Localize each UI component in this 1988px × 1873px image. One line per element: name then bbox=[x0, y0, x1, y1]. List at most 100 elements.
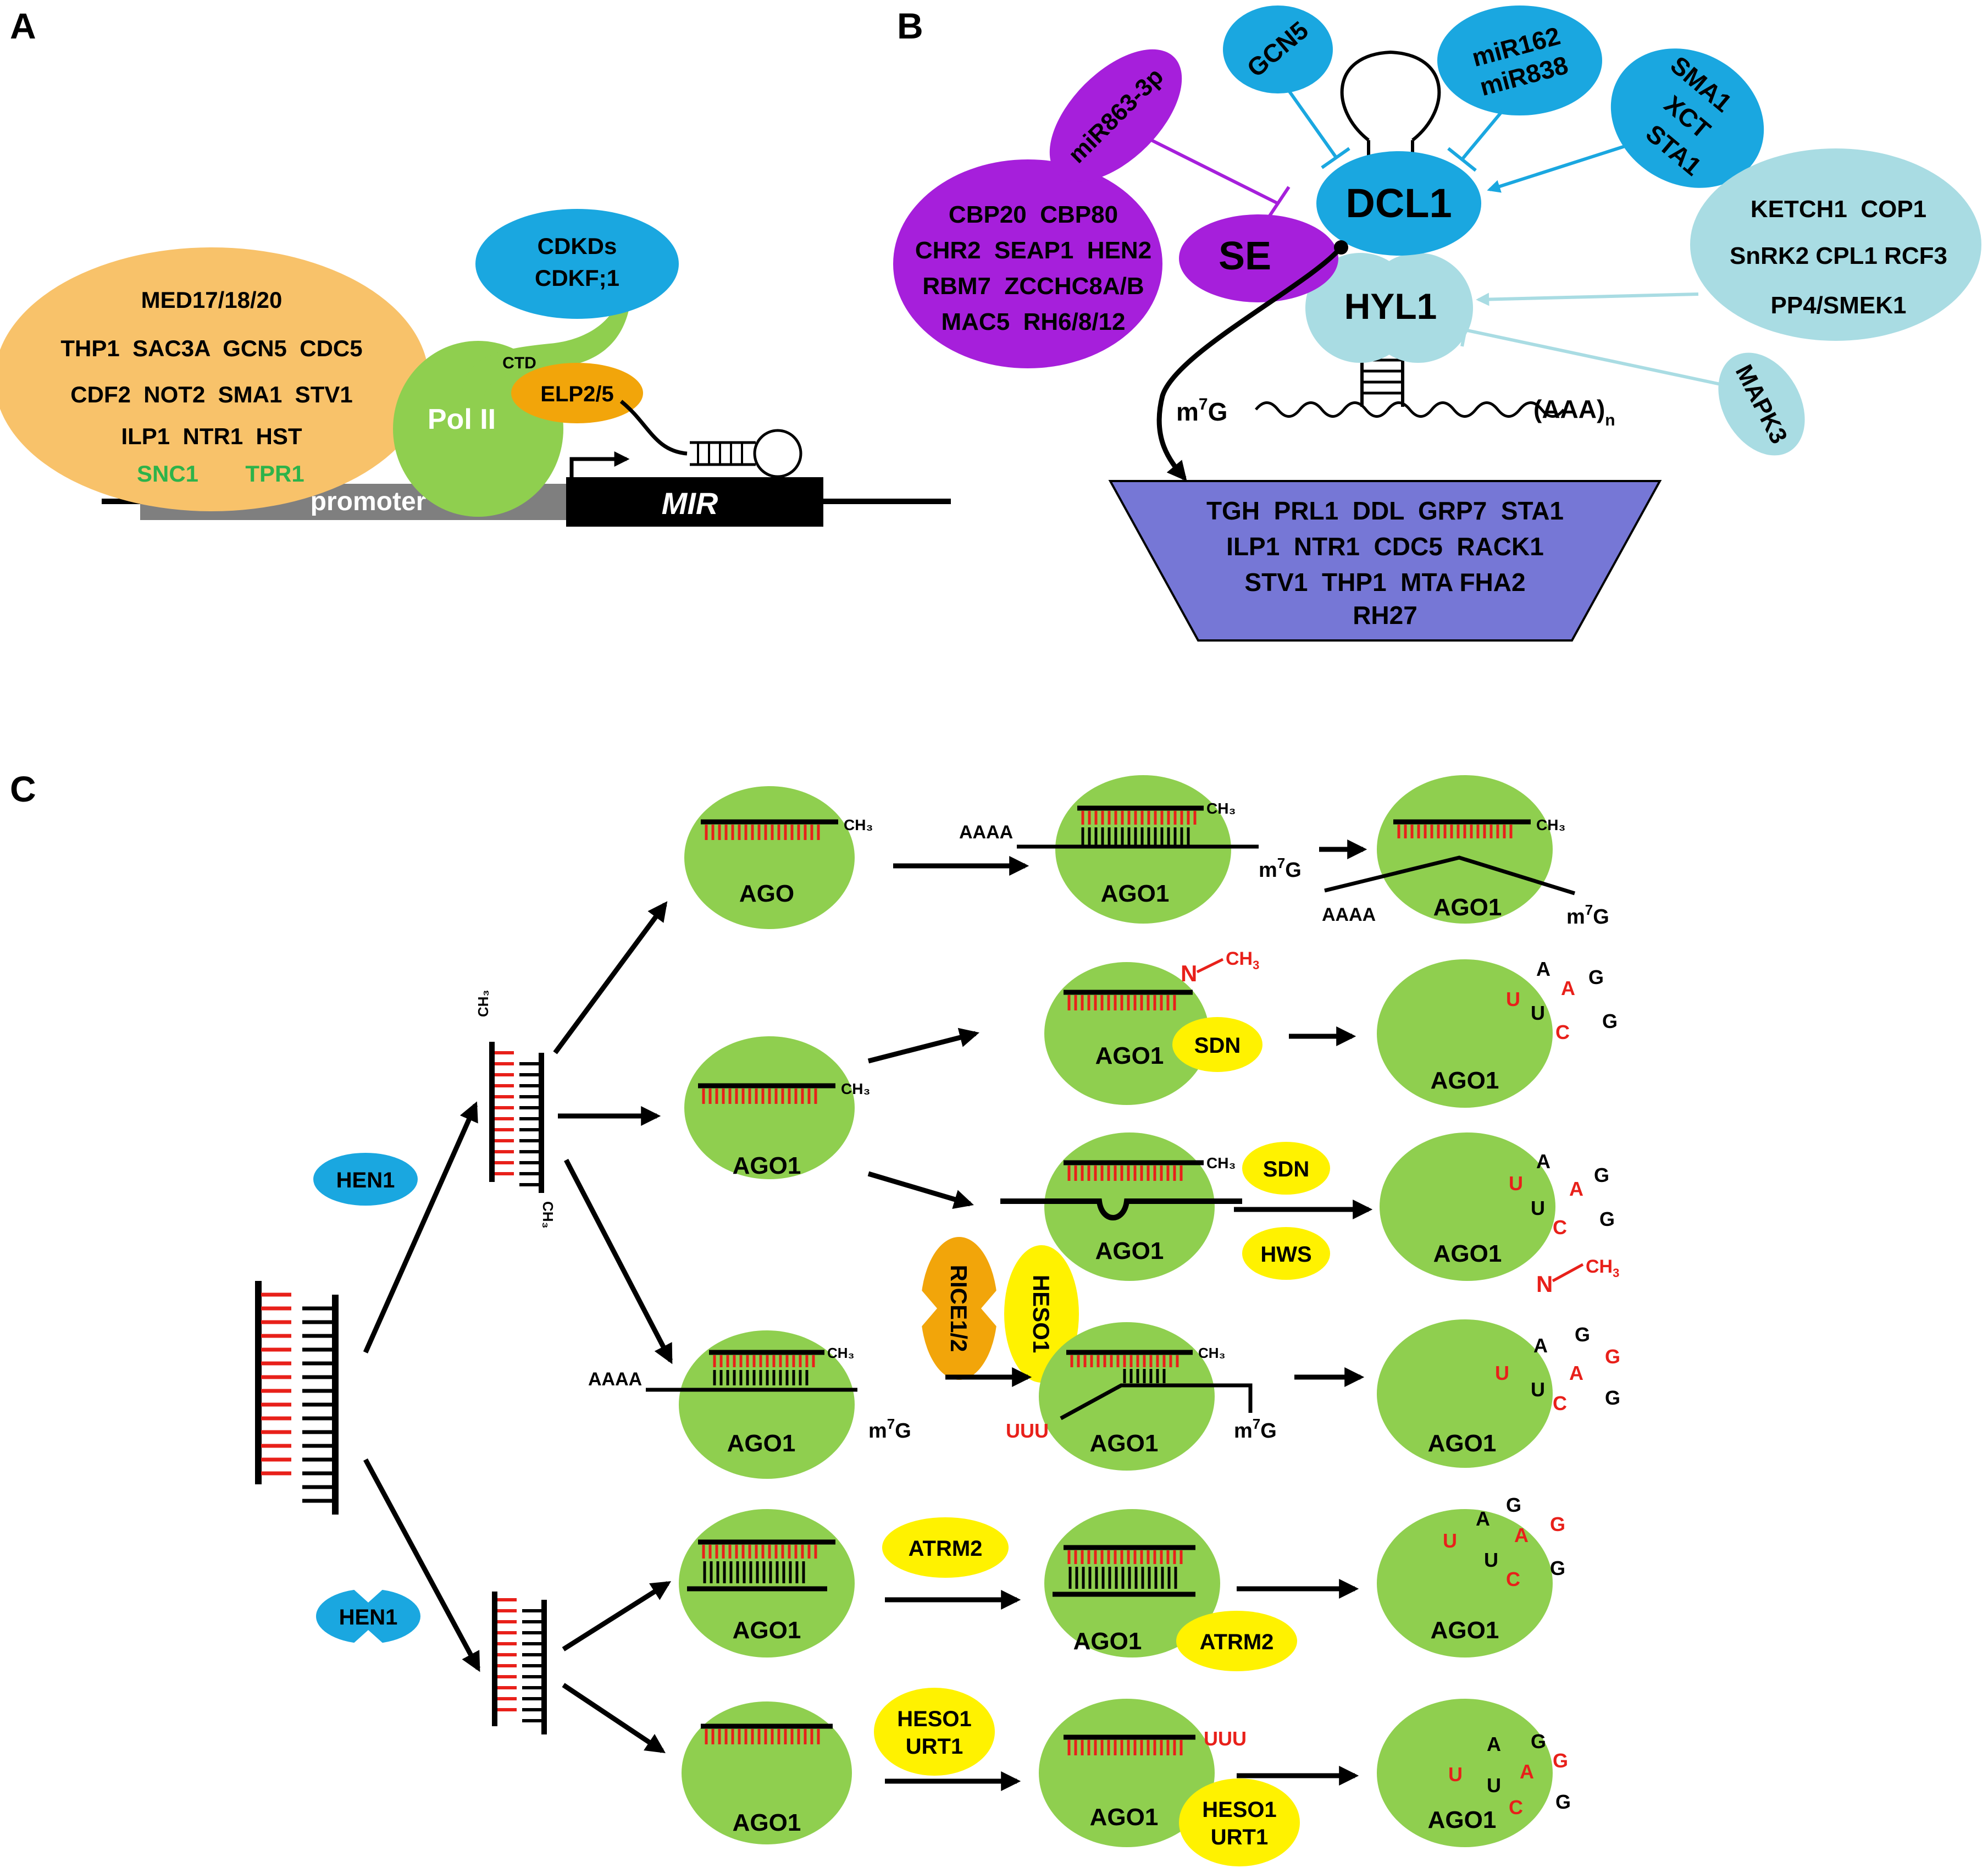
svg-text:C: C bbox=[1555, 1021, 1570, 1043]
mediator-line-4: ILP1 NTR1 HST bbox=[121, 423, 302, 449]
se-partner-line-4: MAC5 RH6/8/12 bbox=[941, 308, 1125, 335]
svg-text:A: A bbox=[1533, 1334, 1548, 1357]
b-polya-tail: (AAA)n bbox=[1533, 395, 1615, 429]
atrm2-r5-free bbox=[882, 1517, 1009, 1578]
svg-text:A: A bbox=[1487, 1733, 1501, 1755]
svg-text:G: G bbox=[1575, 1323, 1590, 1346]
svg-text:CH₃: CH₃ bbox=[1198, 1345, 1226, 1361]
se-dot bbox=[1334, 240, 1348, 255]
svg-text:CH₃: CH₃ bbox=[1536, 816, 1565, 833]
pol-ii-label: Pol II bbox=[428, 404, 496, 435]
panel-c: HEN1 HEN1 CH₃ bbox=[255, 775, 1620, 1866]
svg-text:UUU: UUU bbox=[1204, 1727, 1247, 1750]
rice12-cross-right bbox=[981, 1289, 998, 1328]
trap-line-3: STV1 THP1 MTA FHA2 bbox=[1244, 568, 1525, 596]
svg-text:CH₃: CH₃ bbox=[844, 816, 873, 833]
nascent-hairpin bbox=[690, 429, 802, 478]
nascent-transcript bbox=[619, 400, 688, 456]
cofactor-trapezoid bbox=[1108, 480, 1662, 642]
mediator-line-3: CDF2 NOT2 SMA1 STV1 bbox=[70, 382, 352, 407]
c-ago1-r2-degraded bbox=[1377, 959, 1553, 1108]
svg-text:AAAA: AAAA bbox=[588, 1369, 642, 1390]
arrow-to-ago1-atrm2 bbox=[562, 1581, 672, 1651]
ctd-tail bbox=[462, 300, 629, 401]
mediator-line-1: MED17/18/20 bbox=[141, 287, 283, 313]
c-ago1-r4 bbox=[679, 1330, 855, 1479]
c-methylated-duplex: CH₃ CH₃ bbox=[475, 990, 556, 1228]
promoter-label: promoter bbox=[311, 487, 427, 516]
svg-text:N: N bbox=[1536, 1271, 1553, 1297]
svg-text:G: G bbox=[1602, 1010, 1618, 1032]
svg-text:G: G bbox=[1506, 1494, 1521, 1516]
svg-text:CH3: CH3 bbox=[1586, 1256, 1619, 1280]
svg-text:A: A bbox=[1569, 1178, 1583, 1200]
trap-line-4: RH27 bbox=[1353, 601, 1417, 629]
svg-text:U: U bbox=[1484, 1549, 1498, 1571]
c-ago1-r6-degraded bbox=[1377, 1699, 1553, 1847]
hen1-label: HEN1 bbox=[336, 1168, 395, 1192]
arrow-to-ago1-heso1 bbox=[562, 1683, 666, 1753]
svg-text:ATRM2: ATRM2 bbox=[909, 1537, 983, 1561]
c-ago-r1-label: AGO bbox=[739, 880, 794, 907]
mapk3-ellipse bbox=[1718, 352, 1805, 456]
mapk3-inhibit-line bbox=[1464, 328, 1724, 386]
se-to-cofactor-arrow bbox=[1156, 246, 1343, 482]
gcn5-inhibit-line bbox=[1287, 90, 1337, 158]
svg-text:HESO1: HESO1 bbox=[897, 1707, 972, 1731]
svg-text:C: C bbox=[1506, 1568, 1520, 1590]
se-partner-line-3: RBM7 ZCCHC8A/B bbox=[922, 273, 1144, 300]
arrow-r2-up bbox=[867, 1027, 979, 1064]
sma1-activate-arrow bbox=[1487, 141, 1636, 193]
cdk-complex bbox=[475, 209, 679, 319]
cdk-line-1: CDKDs bbox=[538, 233, 617, 259]
svg-text:UUU: UUU bbox=[1006, 1419, 1049, 1442]
c-unmethylated-duplex bbox=[492, 1592, 547, 1734]
mediator-complex bbox=[0, 247, 429, 511]
c-ago1-r6-label: AGO1 bbox=[733, 1809, 801, 1836]
svg-text:U: U bbox=[1531, 1197, 1545, 1219]
hws-r3 bbox=[1242, 1227, 1330, 1280]
se-partner-line-1: CBP20 CBP80 bbox=[949, 201, 1118, 228]
svg-text:U: U bbox=[1509, 1172, 1523, 1195]
c-ago1-r4-degraded bbox=[1377, 1319, 1553, 1468]
svg-text:G: G bbox=[1550, 1557, 1565, 1579]
hyl1-label: HYL1 bbox=[1344, 286, 1437, 327]
hen1-ellipse bbox=[313, 1153, 418, 1206]
arrow-to-ago1-target bbox=[564, 1158, 673, 1364]
svg-text:A: A bbox=[1536, 958, 1550, 980]
svg-text:m7G: m7G bbox=[868, 1416, 911, 1443]
svg-text:m7G: m7G bbox=[1234, 1416, 1277, 1443]
panel-b: m7G (AAA)n HYL1 DCL1 SE CBP20 CBP80 CHR2… bbox=[893, 5, 1981, 642]
svg-text:A: A bbox=[1514, 1524, 1529, 1546]
elp-label: ELP2/5 bbox=[540, 382, 613, 406]
svg-text:AAAA: AAAA bbox=[959, 822, 1013, 843]
c-ago1-r2-label: AGO1 bbox=[733, 1152, 801, 1179]
svg-text:CH₃: CH₃ bbox=[1206, 800, 1236, 817]
rice12-cross-left bbox=[921, 1289, 937, 1328]
svg-text:U: U bbox=[1531, 1378, 1545, 1401]
svg-text:URT1: URT1 bbox=[1211, 1825, 1268, 1849]
arrow-precursor-to-unmethylated bbox=[363, 1458, 480, 1672]
svg-text:G: G bbox=[1605, 1386, 1620, 1409]
c-ago1-r1-cleaved bbox=[1377, 775, 1553, 924]
c-ago1-r4-uridylated-label: AGO1 bbox=[1090, 1430, 1159, 1457]
svg-text:U: U bbox=[1487, 1774, 1501, 1797]
svg-text:U: U bbox=[1495, 1362, 1509, 1384]
svg-text:G: G bbox=[1588, 966, 1604, 988]
c-ago1-r2 bbox=[684, 1036, 855, 1179]
arrow-to-ago-loaded bbox=[553, 901, 668, 1054]
sma1-ellipse bbox=[1610, 48, 1764, 188]
svg-text:CH₃: CH₃ bbox=[827, 1345, 855, 1361]
svg-text:G: G bbox=[1550, 1513, 1565, 1535]
svg-text:G: G bbox=[1553, 1749, 1568, 1772]
mir863-inhibit-bar bbox=[1265, 186, 1291, 221]
c-ago1-r1-target-label: AGO1 bbox=[1101, 880, 1170, 907]
svg-text:A: A bbox=[1476, 1507, 1490, 1530]
tpr1-label: TPR1 bbox=[245, 461, 304, 487]
svg-text:U: U bbox=[1443, 1529, 1457, 1552]
svg-text:CH₃: CH₃ bbox=[540, 1201, 556, 1229]
mir162-inhibit-line bbox=[1460, 109, 1505, 161]
svg-text:A: A bbox=[1561, 977, 1575, 999]
c-ago1-r5-bound-label: AGO1 bbox=[1073, 1628, 1142, 1655]
mir-gene-box bbox=[566, 477, 823, 527]
